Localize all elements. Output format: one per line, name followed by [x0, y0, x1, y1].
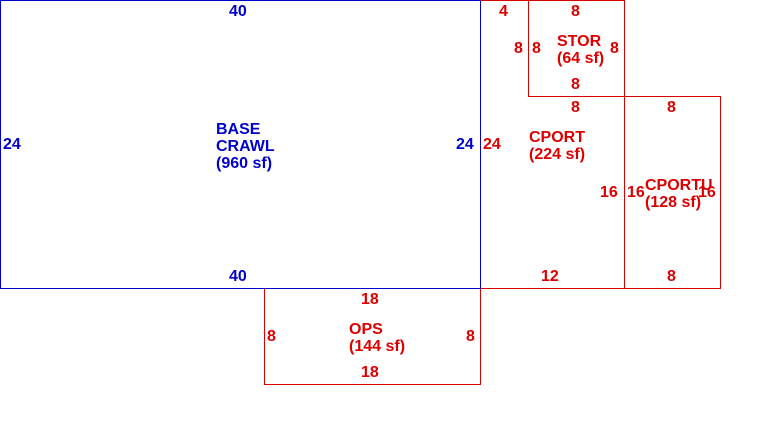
- ops-label: OPS (144 sf): [349, 321, 405, 355]
- cport-top-left-dimension: 4: [499, 3, 508, 20]
- cport-top-right-dimension: 8: [571, 99, 580, 116]
- cportu-area: (128 sf): [645, 194, 702, 211]
- stor-right-dimension: 8: [610, 40, 619, 57]
- cportu-outline: [624, 96, 721, 289]
- cportu-name: CPORTU: [645, 177, 713, 194]
- ops-right-dimension: 8: [466, 328, 475, 345]
- stor-left-dimension: 8: [532, 40, 541, 57]
- base-top-dimension: 40: [229, 3, 247, 20]
- stor-bottom-dimension: 8: [571, 76, 580, 93]
- ops-top-dimension: 18: [361, 291, 379, 308]
- stor-top-dimension: 8: [571, 3, 580, 20]
- cport-right-dimension: 16: [600, 184, 618, 201]
- base-left-dimension: 24: [3, 136, 21, 153]
- base-crawl-type: CRAWL: [216, 138, 275, 155]
- ops-area: (144 sf): [349, 338, 406, 355]
- cportu-right-dimension: 16: [698, 184, 716, 201]
- base-bottom-dimension: 40: [229, 268, 247, 285]
- cport-outline: [480, 0, 625, 289]
- cportu-left-dimension: 16: [627, 184, 645, 201]
- cport-step-dimension: 8: [514, 40, 523, 57]
- cport-label: CPORT (224 sf): [529, 129, 585, 163]
- stor-label: STOR (64 sf): [557, 33, 604, 67]
- ops-left-dimension: 8: [267, 328, 276, 345]
- base-crawl-label: BASE CRAWL (960 sf): [216, 121, 275, 172]
- base-crawl-area: (960 sf): [216, 155, 273, 172]
- cport-left-dimension: 24: [483, 136, 501, 153]
- cport-bottom-dimension: 12: [541, 268, 559, 285]
- cport-name: CPORT: [529, 129, 585, 146]
- cportu-top-dimension: 8: [667, 99, 676, 116]
- base-right-dimension: 24: [456, 136, 474, 153]
- ops-name: OPS: [349, 321, 383, 338]
- cportu-bottom-dimension: 8: [667, 268, 676, 285]
- stor-name: STOR: [557, 33, 602, 50]
- cportu-label: CPORTU (128 sf): [645, 177, 713, 211]
- base-crawl-name: BASE: [216, 121, 261, 138]
- stor-area: (64 sf): [557, 50, 605, 67]
- cport-area: (224 sf): [529, 146, 586, 163]
- ops-bottom-dimension: 18: [361, 364, 379, 381]
